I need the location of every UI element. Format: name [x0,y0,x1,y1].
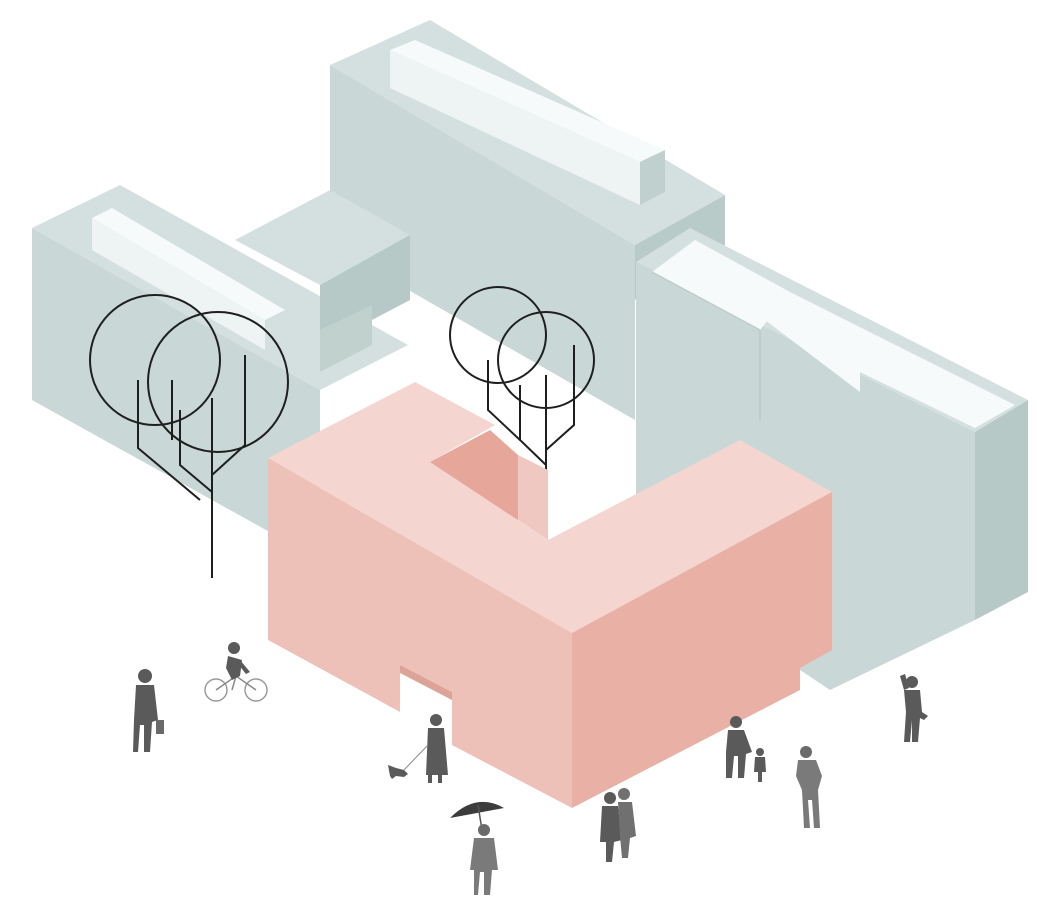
new-building-right-face [572,492,832,808]
people [133,642,928,895]
courtyard-inner-face [430,430,518,520]
person-with-umbrella [450,801,504,895]
context-buildings [32,20,1028,690]
trees [89,286,595,578]
tree-courtyard-back [449,286,547,441]
east-block-side-face [975,400,1028,620]
west-block-front-face [32,228,320,560]
west-roof-strip-face [92,218,265,350]
tree-left-back [89,294,221,501]
west-roof-strip-top [92,208,285,320]
center-roof-strip-face [390,50,640,205]
west-block-notch-top [235,190,410,285]
east-roof-edge-1 [651,271,761,331]
courtyard-inner-face-2 [518,455,548,540]
context-block-center [330,20,725,420]
person-parent-with-child [726,716,766,782]
east-roof-strip-1 [652,240,790,330]
tree-left-front [147,311,289,578]
west-block-step-face [320,305,372,372]
east-roof-strip-2 [765,292,1015,428]
entrance-notch [400,665,452,700]
new-building [268,382,832,808]
person-pedestrian-left [133,669,164,752]
new-building-top [268,382,832,633]
person-pedestrian-right [796,746,822,828]
person-couple [600,788,636,862]
person-cyclist [204,642,268,702]
center-roof-strip-end [640,150,665,205]
person-woman-with-dog [388,714,448,783]
center-block-left-face [330,65,635,420]
center-roof-strip-top [390,40,665,162]
new-building-front-face [268,458,572,808]
person-on-phone [900,674,928,742]
context-block-west [32,185,410,560]
